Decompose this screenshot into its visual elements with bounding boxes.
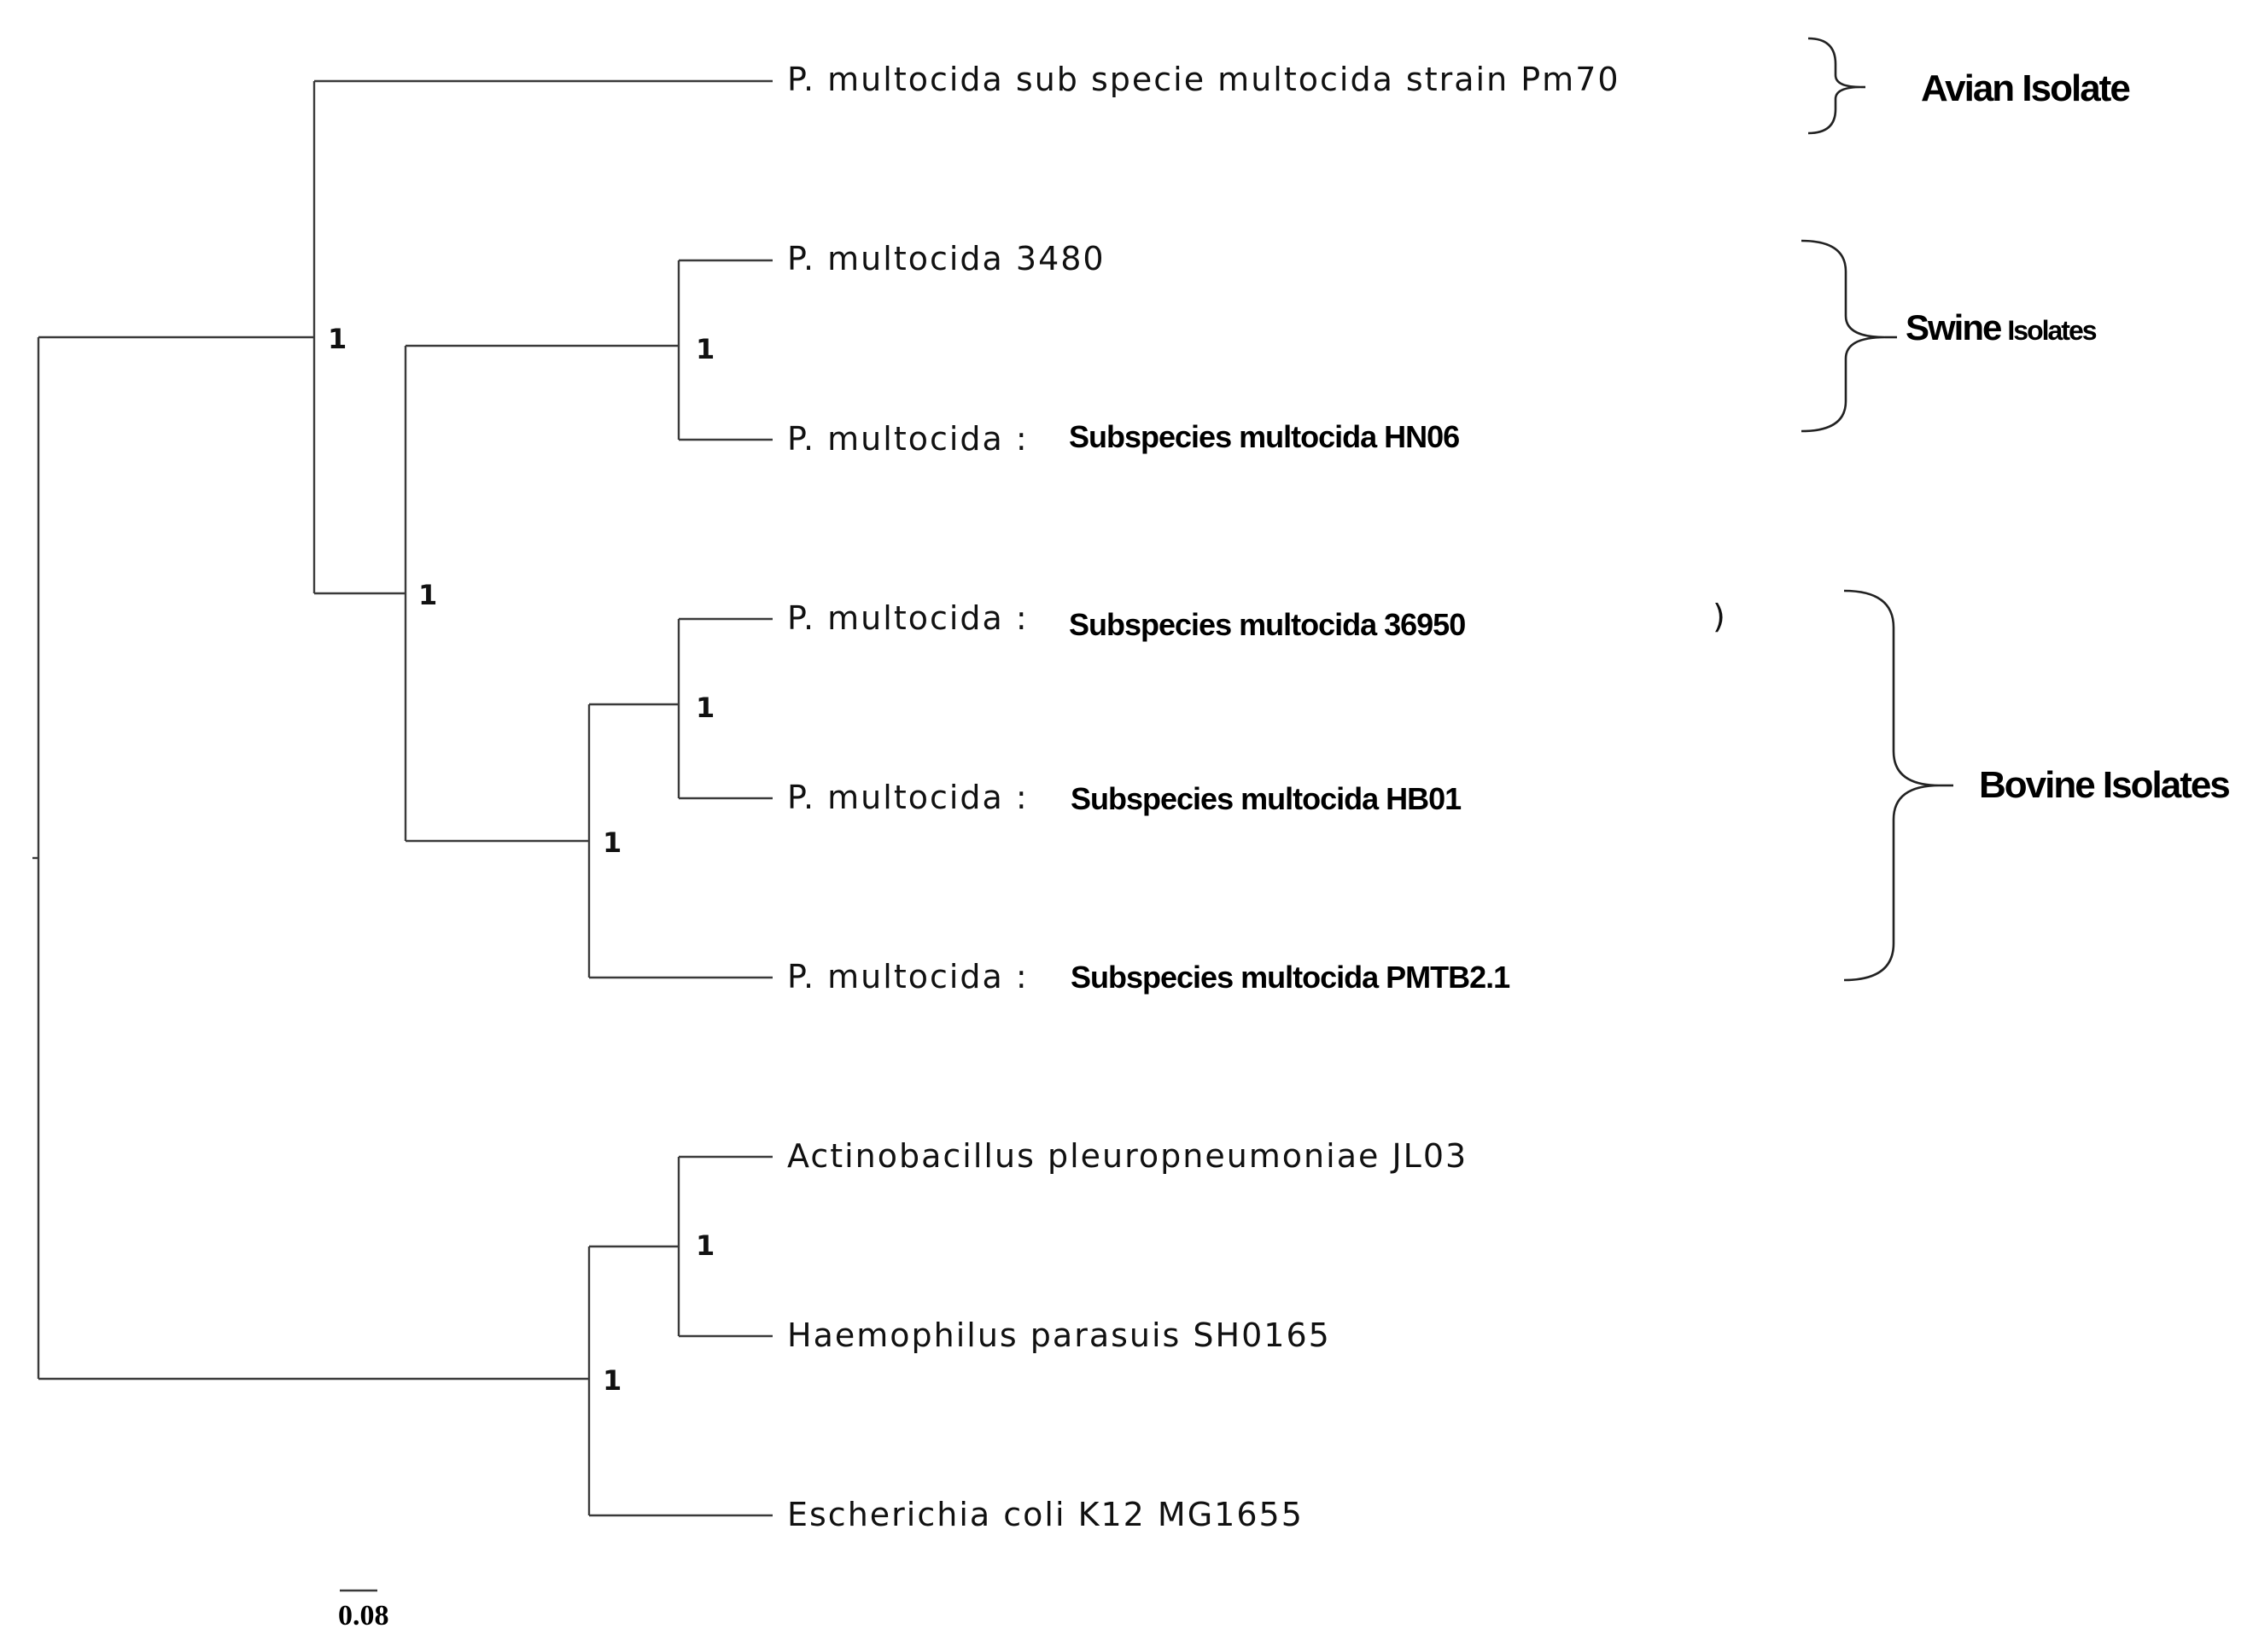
taxon-label-actino: Actinobacillus pleuropneumoniae JL03 [787, 1137, 1468, 1175]
taxon-label-pm70: P. multocida sub specie multocida strain… [787, 61, 1620, 98]
avian-bracket [1807, 37, 1862, 135]
tree-branches [32, 79, 773, 1517]
taxon-label-hb01-prefix: P. multocida : [787, 779, 1029, 816]
taxon-label-haemo: Haemophilus parasuis SH0165 [787, 1316, 1331, 1354]
group-label-swine-small: Isolates [2007, 315, 2096, 346]
support-pm-inner: 1 [418, 579, 437, 611]
taxon-label-pmtb-prefix: P. multocida : [787, 958, 1029, 995]
bovine-bracket [1843, 589, 1941, 982]
scale-bar-label: 0.08 [338, 1600, 389, 1632]
swine-bracket [1801, 239, 1886, 433]
support-values: 1 1 1 1 1 1 1 [328, 323, 715, 1397]
support-outgroup-inner: 1 [696, 1229, 715, 1262]
taxon-labels: P. multocida sub specie multocida strain… [787, 61, 1727, 1533]
support-bovine-inner: 1 [696, 692, 715, 724]
taxon-label-36950-suffix: Subspecies multocida 36950 [1069, 607, 1465, 642]
taxon-label-pmtb-suffix: Subspecies multocida PMTB2.1 [1071, 960, 1510, 995]
group-label-bovine: Bovine Isolates [1979, 764, 2229, 806]
taxon-label-hn06-prefix: P. multocida : [787, 420, 1029, 458]
taxon-label-hb01-suffix: Subspecies multocida HB01 [1071, 781, 1462, 816]
group-label-avian: Avian Isolate [1921, 67, 2129, 109]
taxon-label-3480: P. multocida 3480 [787, 240, 1106, 277]
support-swine-clade: 1 [696, 333, 715, 365]
scale-bar: 0.08 [338, 1589, 389, 1632]
taxon-label-hn06-suffix: Subspecies multocida HN06 [1069, 419, 1459, 454]
taxon-label-36950-residue: ) [1713, 598, 1727, 635]
support-bovine-clade: 1 [603, 826, 622, 859]
group-label-swine-main: Swine [1906, 307, 2001, 347]
support-outgroup-clade: 1 [603, 1364, 622, 1397]
taxon-label-36950-prefix: P. multocida : [787, 599, 1029, 637]
support-pasteurella-root: 1 [328, 323, 347, 355]
taxon-label-ecoli: Escherichia coli K12 MG1655 [787, 1496, 1304, 1533]
